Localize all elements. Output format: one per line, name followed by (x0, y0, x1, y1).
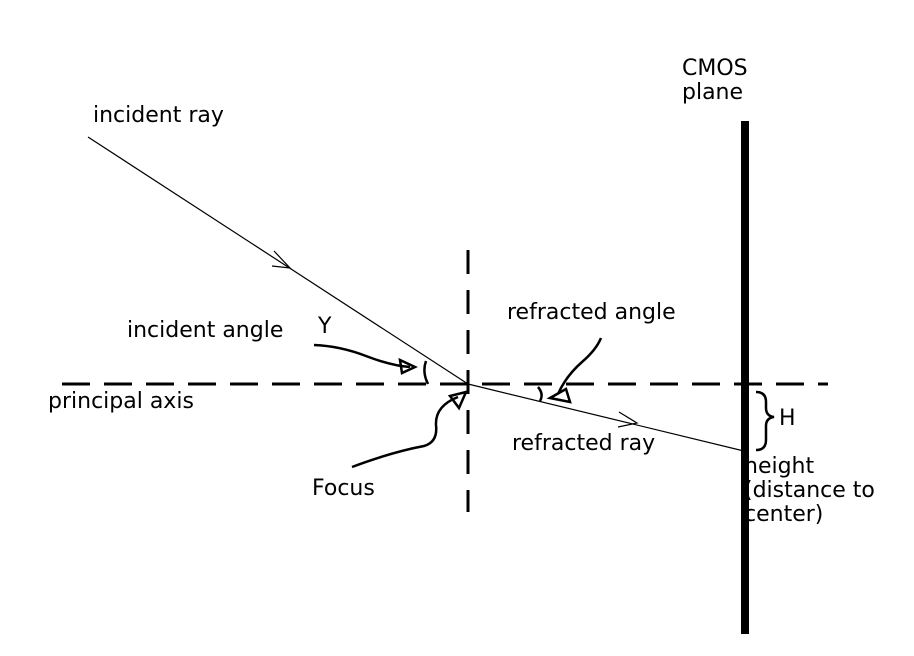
refracted-angle-arc (537, 386, 543, 402)
incident-ray-line (87, 136, 469, 385)
incident-ray-arrowhead (271, 250, 292, 269)
incident-angle-arc (423, 360, 430, 385)
principal-axis-label: principal axis (48, 389, 194, 414)
gamma-symbol-label: Y (318, 314, 332, 339)
focus-label: Focus (312, 476, 375, 501)
refracted-ray-label: refracted ray (512, 431, 656, 456)
focus-pointer (351, 395, 459, 469)
incident-angle-pointer (313, 343, 411, 369)
refracted-angle-pointer-arrowhead (546, 387, 572, 404)
refracted-ray-line (467, 383, 749, 453)
incident-angle-pointer-arrowhead (398, 357, 418, 375)
h-label: H (779, 406, 796, 431)
refracted-ray-arrowhead (617, 411, 639, 428)
incident-ray-label: incident ray (93, 103, 224, 128)
height-label: height (distance to center) (744, 454, 875, 527)
refracted-angle-pointer (556, 337, 603, 395)
focus-pointer-arrowhead (447, 390, 469, 411)
cmos-plane-label: CMOS plane (682, 56, 748, 105)
refracted-angle-label: refracted angle (507, 300, 676, 325)
incident-angle-label: incident angle (127, 318, 284, 343)
height-brace (755, 390, 775, 452)
